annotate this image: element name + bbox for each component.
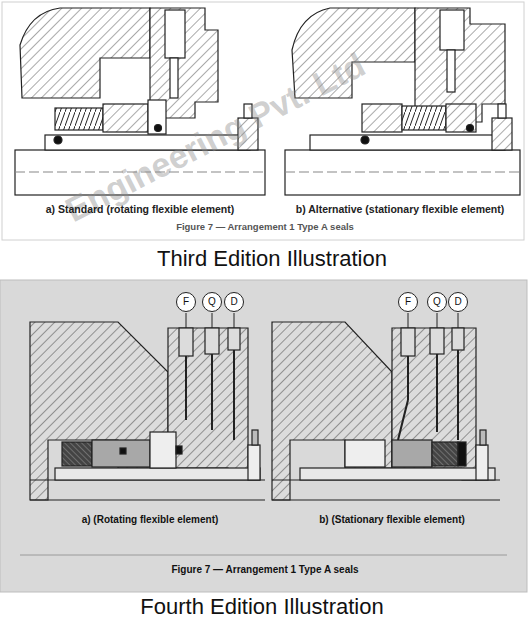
rule-line — [20, 555, 507, 556]
callout-circle: Q — [202, 292, 222, 312]
callout-circle: D — [224, 292, 244, 312]
panel — [2, 2, 524, 240]
caption-text: a) (Rotating flexible element) — [82, 514, 219, 526]
callout-letter: D — [454, 297, 461, 307]
seal-drawing — [272, 313, 500, 500]
caption-text: Fourth Edition Illustration — [140, 594, 383, 619]
callout-circle: F — [176, 292, 196, 312]
callout-circle: D — [448, 292, 468, 312]
callout-circle: Q — [427, 292, 447, 312]
panel — [0, 280, 527, 592]
caption-text: Figure 7 — Arrangement 1 Type A seals — [176, 222, 354, 233]
seal-drawing — [30, 313, 265, 500]
caption-text: Third Edition Illustration — [157, 246, 387, 271]
caption-text: b) (Stationary flexible element) — [319, 514, 465, 526]
caption-text: Figure 7 — Arrangement 1 Type A seals — [171, 564, 358, 576]
callout-letter: F — [405, 297, 411, 307]
callout-letter: Q — [208, 297, 216, 307]
callout-letter: Q — [433, 297, 441, 307]
callout-letter: D — [230, 297, 237, 307]
callout-letter: F — [183, 297, 189, 307]
caption-text: b) Alternative (stationary flexible elem… — [296, 203, 505, 215]
caption-text: a) Standard (rotating flexible element) — [46, 203, 234, 215]
callout-circle: F — [398, 292, 418, 312]
